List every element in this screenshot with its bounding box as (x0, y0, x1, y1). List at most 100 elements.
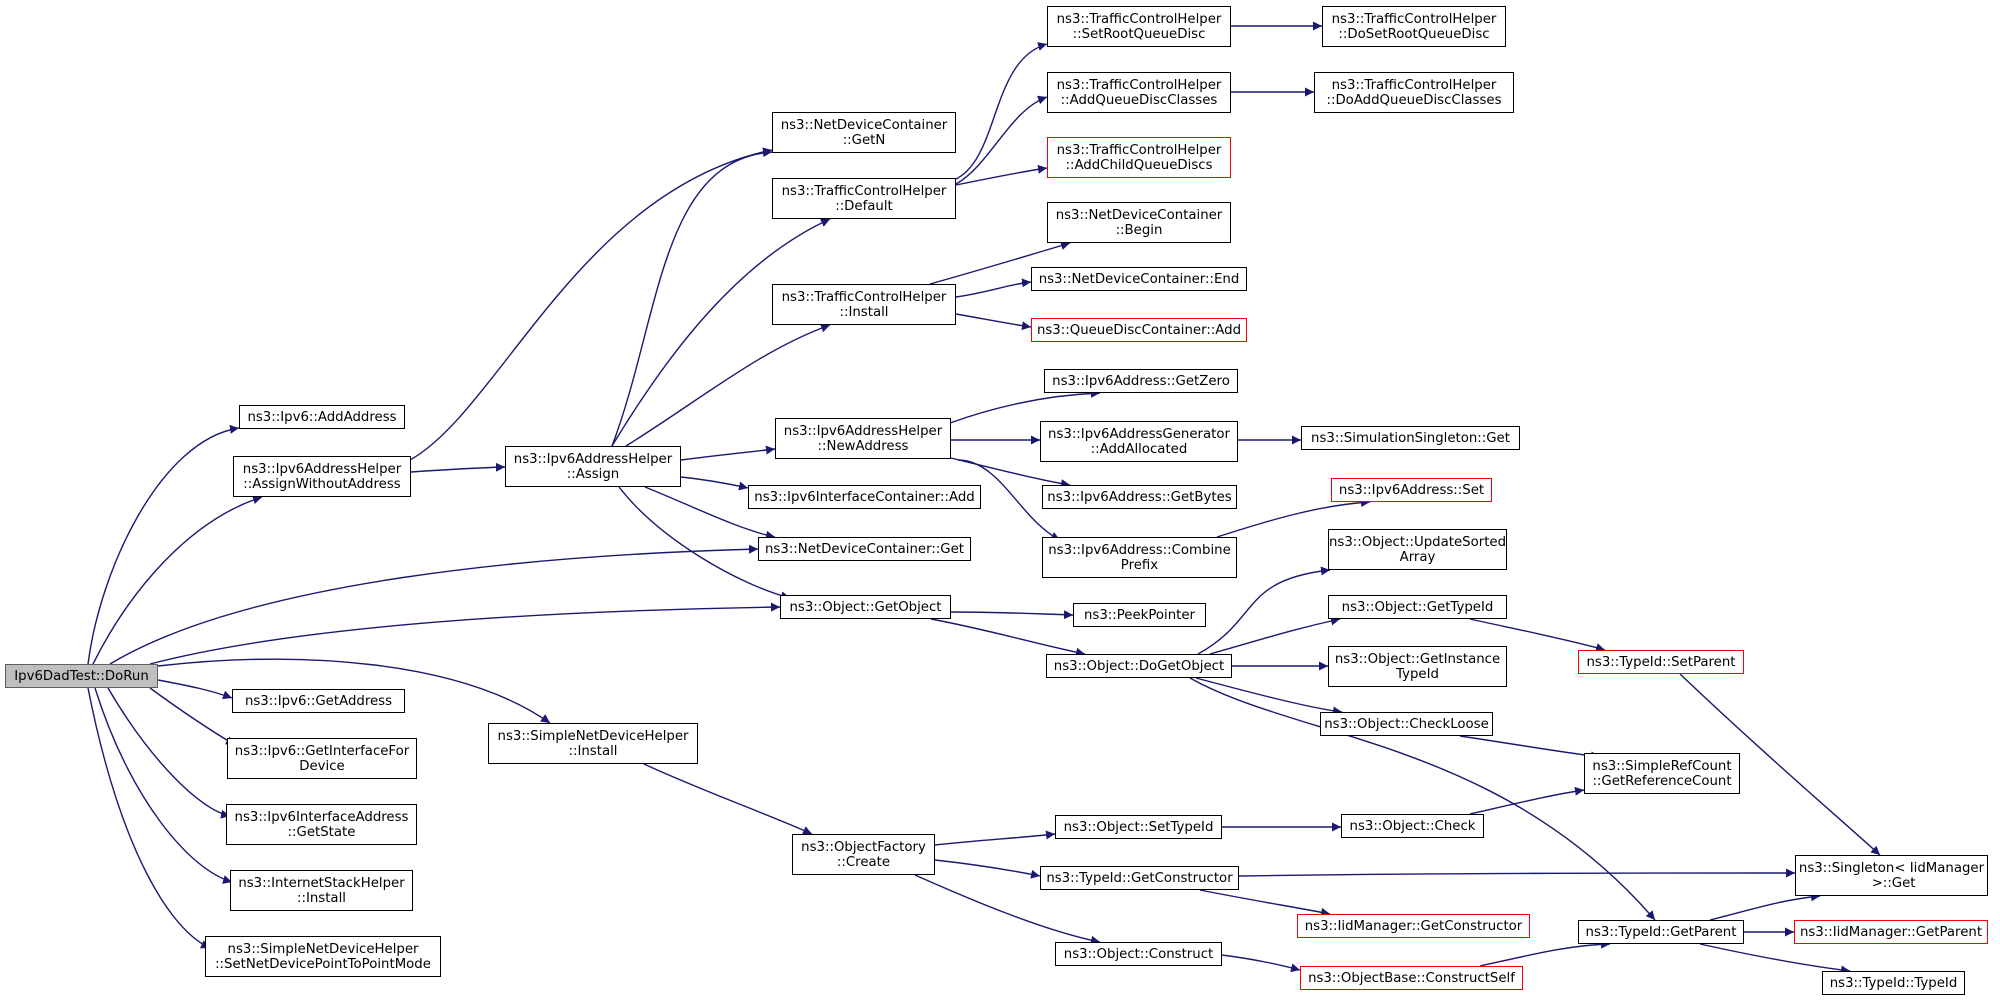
edge-getconstructor-to-singleton-get (1238, 868, 1796, 878)
edge-getobject-to-peekpointer (950, 610, 1074, 620)
node-object-getobject[interactable]: ns3::Object::GetObject (780, 595, 951, 619)
edge-root-to-getobject (149, 602, 781, 665)
edge-factory-to-getconstructor (934, 859, 1041, 879)
node-simplenetdevicehelper-setnetdevicepointtopointmode[interactable]: ns3::SimpleNetDeviceHelper ::SetNetDevic… (205, 936, 441, 977)
node-ipv6address-getbytes[interactable]: ns3::Ipv6Address::GetBytes (1042, 485, 1237, 509)
edge-root-to-simplenetdevice-install (157, 658, 551, 724)
node-trafficcontrolhelper-addqueuediscclasses[interactable]: ns3::TrafficControlHelper ::AddQueueDisc… (1047, 72, 1231, 113)
edge-dogetobject-to-updatesortedarray (1197, 566, 1331, 655)
edge-getconstructor-to-iidmanager-getconstructor (1199, 889, 1331, 917)
edge-assign-to-getobject (618, 486, 791, 601)
node-peekpointer[interactable]: ns3::PeekPointer (1073, 603, 1206, 627)
edge-root-to-getaddress (157, 679, 233, 700)
node-ipv6-addaddress[interactable]: ns3::Ipv6::AddAddress (239, 405, 405, 429)
edge-assign-to-tch-default (611, 218, 831, 447)
edge-tch-install-to-qdc-add (955, 313, 1032, 331)
edge-newaddress-to-combineprefix (957, 459, 1061, 541)
node-objectfactory-create[interactable]: ns3::ObjectFactory ::Create (792, 834, 935, 875)
node-ipv6interfacecontainer-add[interactable]: ns3::Ipv6InterfaceContainer::Add (748, 485, 981, 509)
edge-combineprefix-to-ipv6addr-set (1216, 498, 1371, 538)
node-trafficcontrolhelper-addchildqueuediscs[interactable]: ns3::TrafficControlHelper ::AddChildQueu… (1047, 137, 1231, 178)
edge-assignwithout-to-ndc-getn (409, 147, 773, 461)
edge-snd-install-to-factory-create (643, 763, 813, 835)
node-netdevicecontainer-end[interactable]: ns3::NetDeviceContainer::End (1031, 267, 1247, 291)
node-ipv6address-set[interactable]: ns3::Ipv6Address::Set (1331, 478, 1492, 502)
edge-tch-install-to-ndc-begin (929, 241, 1071, 285)
node-trafficcontrolhelper-dosetrootqueuedisc[interactable]: ns3::TrafficControlHelper ::DoSetRootQue… (1322, 6, 1506, 47)
edge-checkloose-to-getreferencecount (1459, 735, 1601, 761)
node-ipv6addresshelper-assign[interactable]: ns3::Ipv6AddressHelper ::Assign (505, 446, 681, 487)
edge-root-to-setp2pmode (87, 687, 211, 949)
node-ipv6-getaddress[interactable]: ns3::Ipv6::GetAddress (232, 689, 405, 713)
node-ipv6address-combineprefix[interactable]: ns3::Ipv6Address::Combine Prefix (1042, 537, 1237, 578)
node-object-check[interactable]: ns3::Object::Check (1341, 814, 1484, 838)
node-simplenetdevicehelper-install[interactable]: ns3::SimpleNetDeviceHelper ::Install (488, 723, 698, 764)
edge-assign-to-ipv6ifacecontainer-add (680, 476, 749, 491)
node-trafficcontrolhelper-setrootqueuedisc[interactable]: ns3::TrafficControlHelper ::SetRootQueue… (1047, 6, 1231, 47)
node-queuedisccontainer-add[interactable]: ns3::QueueDiscContainer::Add (1031, 318, 1247, 342)
edge-tch-default-to-addqueuediscclasses (955, 95, 1048, 185)
node-root-ipv6dadtest-dorun: Ipv6DadTest::DoRun (5, 664, 158, 688)
edge-root-to-internetstack-install (94, 687, 233, 884)
node-simulationsingleton-get[interactable]: ns3::SimulationSingleton::Get (1301, 426, 1520, 450)
edge-root-to-ndc-get (109, 544, 759, 665)
node-simplerefcount-getreferencecount[interactable]: ns3::SimpleRefCount ::GetReferenceCount (1584, 753, 1740, 794)
edge-factory-to-settypeid (934, 830, 1056, 846)
node-object-getinstancetypeid[interactable]: ns3::Object::GetInstance TypeId (1328, 646, 1507, 687)
edge-root-to-ipv6interfaceaddress-getstate (107, 687, 231, 819)
node-typeid-getconstructor[interactable]: ns3::TypeId::GetConstructor (1040, 866, 1239, 890)
node-netdevicecontainer-begin[interactable]: ns3::NetDeviceContainer ::Begin (1047, 202, 1231, 243)
node-ipv6interfaceaddress-getstate[interactable]: ns3::Ipv6InterfaceAddress ::GetState (226, 804, 417, 845)
edge-constructself-to-typeid-getparent (1479, 939, 1611, 967)
edge-getobject-to-dogetobject (930, 618, 1086, 657)
edge-tch-default-to-setrootqueuedisc (953, 42, 1048, 181)
edge-construct-to-constructself (1221, 954, 1301, 973)
edge-setparent-to-singleton-get (1679, 673, 1881, 856)
edge-assignwithout-to-assign (410, 462, 506, 473)
edge-dogetobject-to-checkloose (1195, 677, 1343, 716)
node-iidmanager-getconstructor[interactable]: ns3::IidManager::GetConstructor (1297, 914, 1530, 938)
node-typeid-typeid[interactable]: ns3::TypeId::TypeId (1822, 971, 1965, 995)
edge-tch-default-to-addchildqueuediscs (955, 164, 1048, 186)
node-object-gettypeid[interactable]: ns3::Object::GetTypeId (1328, 595, 1507, 619)
node-object-construct[interactable]: ns3::Object::Construct (1055, 942, 1222, 966)
edge-assign-to-newaddress (680, 445, 776, 461)
edge-getparent-to-singleton-get (1709, 892, 1821, 921)
node-typeid-getparent[interactable]: ns3::TypeId::GetParent (1578, 920, 1744, 944)
edge-newaddress-to-getbytes (950, 457, 1071, 488)
node-trafficcontrolhelper-install[interactable]: ns3::TrafficControlHelper ::Install (772, 284, 956, 325)
node-trafficcontrolhelper-default[interactable]: ns3::TrafficControlHelper ::Default (772, 178, 956, 219)
edge-newaddress-to-getzero (949, 388, 1101, 424)
node-internetstackhelper-install[interactable]: ns3::InternetStackHelper ::Install (230, 870, 413, 911)
edge-dogetobject-to-typeid-getparent (1189, 677, 1656, 921)
edge-gettypeid-to-setparent (1469, 618, 1606, 652)
node-object-dogetobject[interactable]: ns3::Object::DoGetObject (1046, 654, 1232, 678)
edge-factory-to-construct (914, 874, 1101, 945)
node-ipv6-getinterfacefordevice[interactable]: ns3::Ipv6::GetInterfaceFor Device (227, 738, 417, 779)
node-objectbase-constructself[interactable]: ns3::ObjectBase::ConstructSelf (1300, 966, 1523, 990)
node-iidmanager-getparent[interactable]: ns3::IidManager::GetParent (1794, 920, 1988, 944)
node-object-updatesortedarray[interactable]: ns3::Object::UpdateSorted Array (1328, 529, 1507, 570)
node-singleton-iidmanager-get[interactable]: ns3::Singleton< IidManager >::Get (1795, 855, 1988, 896)
edge-assign-to-tch-install (625, 323, 831, 447)
node-object-checkloose[interactable]: ns3::Object::CheckLoose (1320, 712, 1493, 736)
edge-tch-install-to-ndc-end (955, 278, 1032, 298)
edge-assign-to-ndc-get (644, 486, 776, 540)
edge-root-to-getinterfacefordevice (149, 687, 236, 746)
node-ipv6addresshelper-newaddress[interactable]: ns3::Ipv6AddressHelper ::NewAddress (775, 418, 951, 459)
edge-dogetobject-to-gettypeid (1209, 616, 1341, 655)
edge-assign-to-ndc-getn (611, 148, 773, 447)
node-netdevicecontainer-get[interactable]: ns3::NetDeviceContainer::Get (758, 537, 971, 561)
node-typeid-setparent[interactable]: ns3::TypeId::SetParent (1578, 650, 1744, 674)
node-ipv6address-getzero[interactable]: ns3::Ipv6Address::GetZero (1044, 369, 1238, 393)
edge-check-to-getreferencecount (1469, 786, 1585, 815)
node-trafficcontrolhelper-doaddqueuediscclasses[interactable]: ns3::TrafficControlHelper ::DoAddQueueDi… (1314, 72, 1514, 113)
node-ipv6addresshelper-assignwithoutaddress[interactable]: ns3::Ipv6AddressHelper ::AssignWithoutAd… (233, 456, 411, 497)
edge-getparent-to-typeid-typeid (1699, 943, 1851, 975)
node-netdevicecontainer-getn[interactable]: ns3::NetDeviceContainer ::GetN (772, 112, 956, 153)
node-object-settypeid[interactable]: ns3::Object::SetTypeId (1055, 815, 1222, 839)
node-ipv6addressgenerator-addallocated[interactable]: ns3::Ipv6AddressGenerator ::AddAllocated (1040, 421, 1238, 462)
edge-root-to-addaddress (87, 424, 240, 665)
